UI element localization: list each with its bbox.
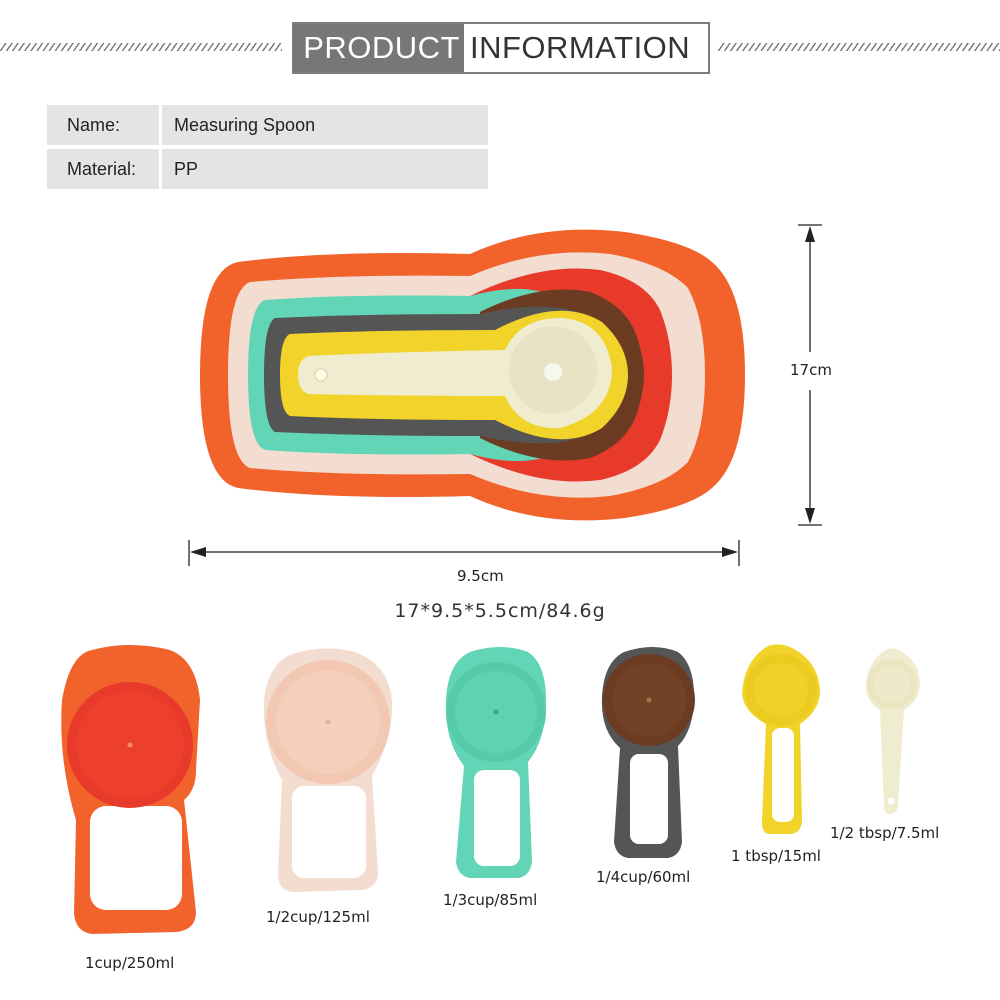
spec-key: Material: <box>47 149 159 189</box>
width-dimension <box>188 540 740 566</box>
hanging-hole <box>314 368 328 382</box>
cup-1cup <box>61 645 200 934</box>
cup-label: 1/2 tbsp/7.5ml <box>830 824 940 842</box>
stack-bowl-center <box>544 363 562 381</box>
cup-tablespoon <box>742 644 820 834</box>
spec-key: Name: <box>47 105 159 145</box>
spec-row-name: Name: Measuring Spoon <box>47 105 488 145</box>
spec-row-material: Material: PP <box>47 149 488 189</box>
title-part-information: INFORMATION <box>464 24 708 72</box>
spec-value: Measuring Spoon <box>162 105 488 145</box>
cup-half-cup <box>263 648 393 892</box>
cup-label: 1/4cup/60ml <box>596 868 691 886</box>
header-hatch-right <box>718 43 1000 51</box>
cup-quarter-cup <box>601 647 695 858</box>
nested-spoon-stack <box>200 229 745 521</box>
spec-value: PP <box>162 149 488 189</box>
cup-half-tablespoon <box>866 648 920 814</box>
header-hatch-left <box>0 43 282 51</box>
cup-third-cup <box>445 647 546 878</box>
overall-dimensions: 17*9.5*5.5cm/84.6g <box>394 600 606 622</box>
cup-label: 1cup/250ml <box>85 954 175 972</box>
height-label: 17cm <box>790 361 832 379</box>
cup-label: 1/3cup/85ml <box>443 891 538 909</box>
cup-label: 1/2cup/125ml <box>266 908 370 926</box>
width-label: 9.5cm <box>457 567 504 585</box>
height-dimension <box>798 224 822 526</box>
title-part-product: PRODUCT <box>294 24 464 72</box>
cup-label: 1 tbsp/15ml <box>731 847 821 865</box>
section-title-banner: PRODUCT INFORMATION <box>292 22 710 74</box>
